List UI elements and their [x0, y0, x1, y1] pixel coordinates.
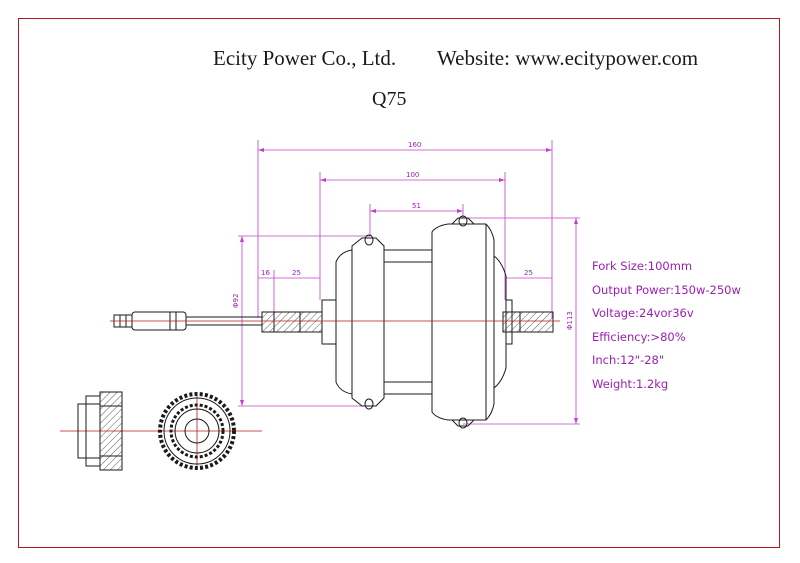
dim-inner-width: 100: [406, 171, 419, 179]
dim-left-offset: 25: [292, 269, 301, 277]
spec-output-power: Output Power:150w-250w: [592, 283, 741, 297]
website-text: Website: www.ecitypower.com: [437, 46, 699, 70]
motor-body: [261, 215, 554, 429]
model-number: Q75: [372, 88, 407, 110]
dim-left-diameter: Φ92: [232, 294, 240, 308]
spec-inch: Inch:12"-28": [592, 353, 664, 367]
dimension-arrows: [240, 148, 578, 424]
spec-list: Fork Size:100mm Output Power:150w-250w V…: [592, 259, 741, 391]
dim-left-offset-small: 16: [261, 269, 270, 277]
spec-voltage: Voltage:24vor36v: [592, 306, 694, 320]
dimension-lines: [238, 140, 580, 425]
gear-side-view: [77, 391, 123, 471]
spec-fork-size: Fork Size:100mm: [592, 259, 692, 273]
dim-right-diameter: Φ113: [566, 311, 574, 330]
gear-front-view: [158, 392, 236, 470]
spec-weight: Weight:1.2kg: [592, 377, 668, 391]
company-name: Ecity Power Co., Ltd.: [213, 46, 397, 70]
dim-right-offset: 25: [524, 269, 533, 277]
dim-hub-width: 51: [412, 202, 421, 210]
dim-overall-width: 160: [408, 141, 421, 149]
spec-efficiency: Efficiency:>80%: [592, 330, 686, 344]
center-lines: [60, 320, 560, 470]
sheet-border: [18, 18, 780, 548]
